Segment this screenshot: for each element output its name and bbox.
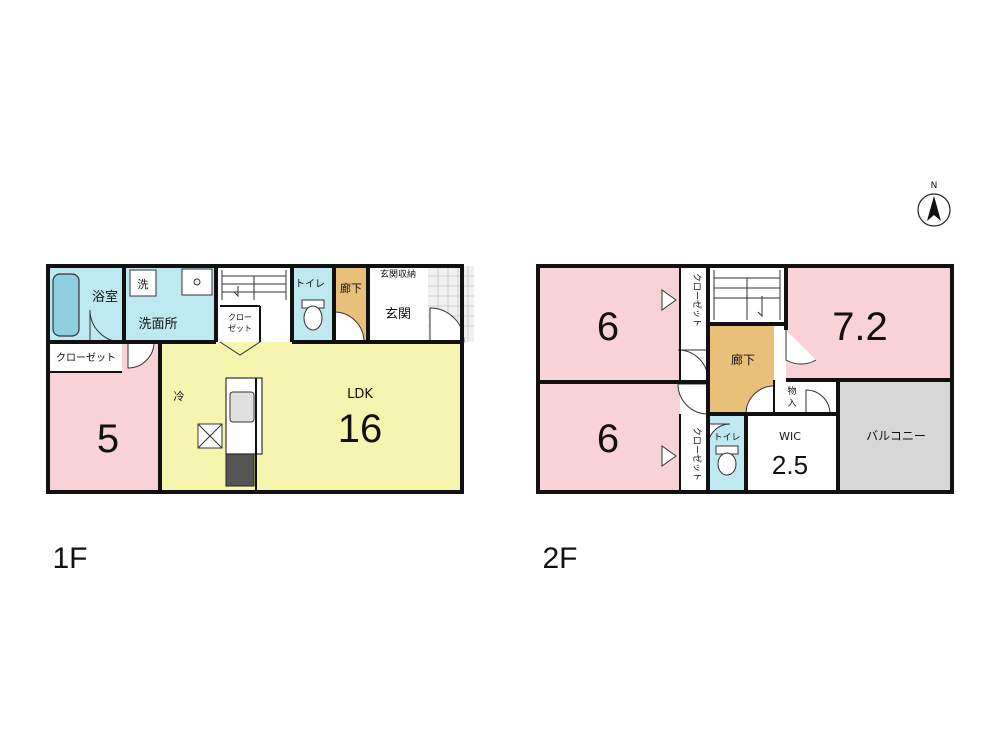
- storage-2f: [774, 380, 800, 414]
- compass-label: N: [931, 181, 938, 191]
- floor-2: 6 クローゼット 7.2 廊下 物 入 6 クローゼット トイレ WIC 2.5…: [536, 264, 954, 575]
- toilet-bowl-icon: [303, 305, 323, 331]
- bedroom-2f-a-size: 6: [597, 305, 619, 349]
- entry-storage-label: 玄関収納: [380, 268, 416, 280]
- small-closet-label-2: ゼット: [228, 323, 252, 333]
- bedroom-2f-c: [538, 382, 680, 492]
- balcony: [840, 380, 952, 492]
- closet-1f: [50, 344, 122, 372]
- wic-size: 2.5: [772, 450, 808, 480]
- washroom-label: 洗面所: [138, 317, 177, 332]
- hallway-2f-label: 廊下: [731, 352, 755, 367]
- washer-label: 洗: [138, 278, 149, 291]
- floor-1: 浴室 洗 洗面所 クロー ゼット トイレ 廊下 玄関収納 玄関 クローゼット 冷…: [46, 264, 474, 575]
- north-arrow-icon: [927, 196, 941, 221]
- toilet-1f-label: トイレ: [295, 279, 325, 290]
- bathtub-icon: [52, 273, 80, 337]
- storage-label-1: 物: [787, 385, 796, 397]
- hallway-1f-label: 廊下: [340, 281, 362, 295]
- fridge-label: 冷: [174, 390, 185, 403]
- washing-machine-icon: [129, 269, 157, 297]
- walls-2f: [536, 264, 954, 494]
- balcony-label: バルコニー: [866, 429, 926, 443]
- storage-label-2: 入: [787, 398, 796, 409]
- bedroom-2f-b-size: 7.2: [832, 305, 888, 349]
- doors-1f: [89, 307, 465, 369]
- closet-2f-c-label: クローゼット: [691, 427, 703, 481]
- bedroom-2f-c-size: 6: [597, 417, 619, 461]
- walls-1f: [46, 264, 464, 494]
- closet-1f-label: クローゼット: [56, 352, 116, 364]
- compass: N: [917, 181, 951, 227]
- closet-small-1f: [220, 306, 260, 342]
- entrance-room: [368, 266, 428, 342]
- bedroom-2f-a: [538, 266, 680, 382]
- floor-1-caption: 1F: [52, 542, 87, 575]
- stairs-2f-icon: [713, 270, 781, 320]
- wic-label: WIC: [779, 430, 801, 443]
- toilet-2f-label: トイレ: [713, 433, 740, 443]
- stairs-1f-icon: [221, 270, 287, 300]
- kitchen-sink-icon: [229, 391, 255, 423]
- ldk-room: [160, 342, 462, 492]
- toilet-2f-bowl-icon: [717, 452, 737, 476]
- small-closet-label-1: クロー: [228, 313, 252, 322]
- entrance-label: 玄関: [385, 307, 411, 322]
- bath-label: 浴室: [92, 289, 118, 305]
- wic-room: [746, 414, 838, 492]
- ldk-label: LDK: [347, 387, 373, 402]
- closet-2f-a-label: クローゼット: [691, 273, 703, 327]
- closet-2f-c: [680, 414, 708, 492]
- ldk-size: 16: [338, 407, 383, 451]
- bedroom-1f-size: 5: [97, 417, 119, 461]
- stove-icon: [225, 453, 255, 487]
- floor-2-caption: 2F: [542, 542, 577, 575]
- sink-icon: [181, 268, 213, 296]
